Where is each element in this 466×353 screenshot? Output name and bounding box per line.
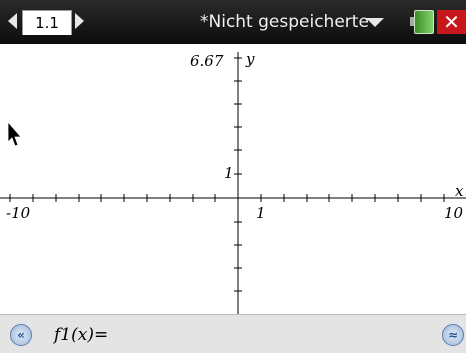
x-min-label: -10 (6, 204, 31, 222)
nav-right-icon[interactable] (75, 13, 84, 29)
battery-icon (410, 10, 434, 34)
x-axis-name: x (455, 182, 464, 200)
function-label: f1(x)= (54, 325, 109, 345)
chevron-down-icon[interactable] (366, 18, 384, 27)
y-tick-label: 1 (224, 164, 234, 182)
y-axis-name: y (245, 50, 255, 68)
title-bar: 1.1 *Nicht gespeicherte ✕ (0, 0, 466, 45)
nav-left-icon[interactable] (8, 13, 17, 29)
function-input[interactable] (110, 323, 434, 349)
document-title[interactable]: *Nicht gespeicherte (200, 12, 369, 32)
cursor-icon (7, 120, 22, 147)
graph-area[interactable]: 6.67 y 1 x -10 1 10 (0, 44, 466, 314)
x-max-label: 10 (444, 204, 464, 222)
graph-svg: 6.67 y 1 x -10 1 10 (0, 50, 466, 314)
x-tick-label: 1 (256, 204, 266, 222)
close-icon[interactable]: ✕ (437, 10, 466, 34)
expand-left-icon[interactable]: « (10, 324, 32, 346)
history-icon[interactable]: ≈ (442, 324, 464, 346)
entry-bar: « f1(x)= ≈ (0, 314, 466, 353)
y-max-label: 6.67 (190, 52, 224, 70)
x-ticks (9, 194, 445, 202)
tab-page[interactable]: 1.1 (22, 10, 72, 35)
y-ticks (234, 57, 242, 292)
